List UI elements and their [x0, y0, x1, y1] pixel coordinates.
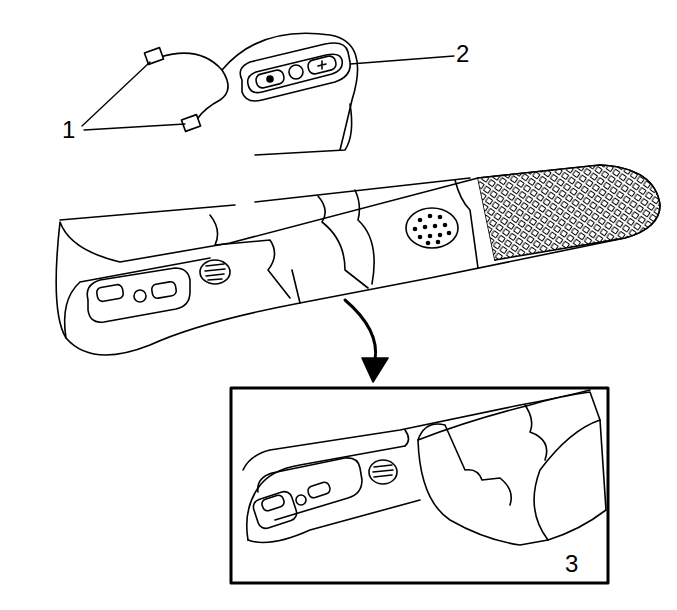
- callout-number: 3: [565, 552, 578, 576]
- callout-number: 2: [456, 42, 469, 66]
- switch-module: [240, 43, 350, 101]
- headliner-edge: [255, 104, 352, 155]
- detail-inset: [231, 388, 608, 583]
- overhead-console: [56, 160, 668, 355]
- view-arrow: [345, 300, 388, 382]
- callout-number: 1: [62, 118, 75, 142]
- wire-harness: [144, 33, 357, 150]
